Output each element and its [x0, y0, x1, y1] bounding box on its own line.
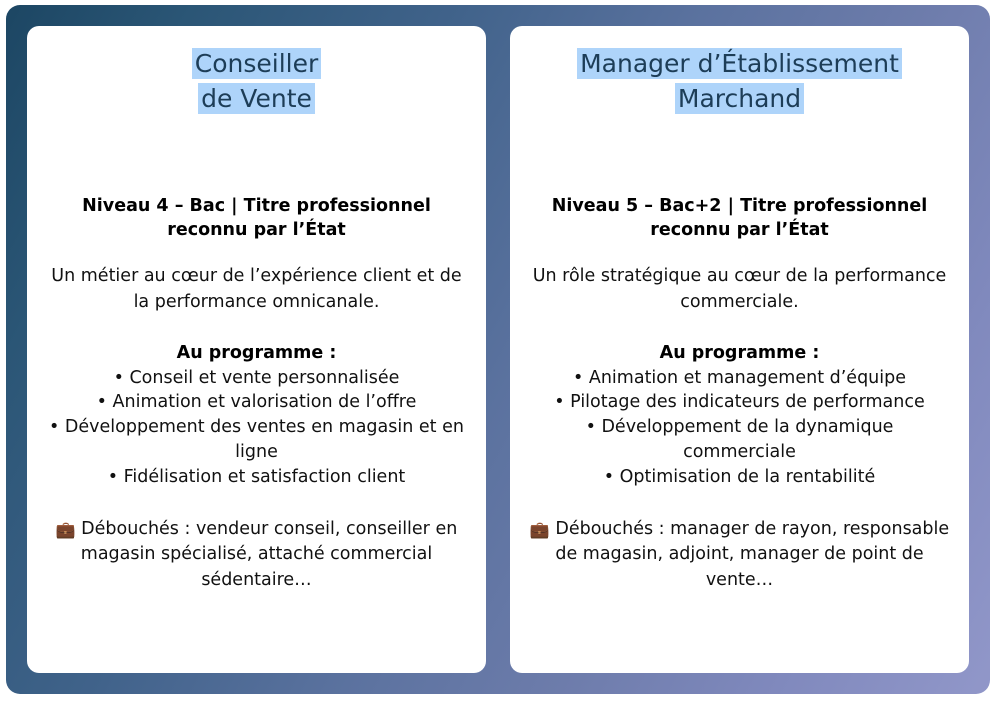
card-intro-text: Un rôle stratégique au cœur de la perfor… [532, 266, 947, 312]
briefcase-icon: 💼 [529, 519, 550, 539]
card-title-line-2: de Vente [198, 82, 315, 114]
list-item: • Animation et management d’équipe [572, 367, 907, 388]
career-outcomes-text: Débouchés : vendeur conseil, conseiller … [80, 518, 458, 590]
program-heading: Au programme : [176, 343, 337, 364]
card-title-line-2: Marchand [674, 82, 805, 114]
list-item: • Animation et valorisation de l’offre [96, 392, 417, 413]
gradient-panel: Conseiller de Vente Niveau 4 – Bac | Tit… [6, 5, 990, 694]
list-item: • Développement des ventes en magasin et… [49, 417, 464, 463]
program-bullet-list: • Conseil et vente personnalisée • Anima… [45, 366, 468, 490]
card-intro-text: Un métier au cœur de l’expérience client… [51, 266, 462, 312]
list-item: • Optimisation de la rentabilité [603, 466, 876, 487]
list-item: • Conseil et vente personnalisée [113, 367, 400, 388]
career-outcomes: 💼 Débouchés : manager de rayon, responsa… [528, 517, 951, 593]
card-title: Conseiller de Vente [191, 47, 322, 116]
qualification-level: Niveau 5 – Bac+2 | Titre professionnel r… [551, 196, 928, 241]
career-outcomes: 💼 Débouchés : vendeur conseil, conseille… [45, 517, 468, 593]
card-title-line-1: Manager d’Établissement [577, 48, 902, 79]
career-outcomes-text: Débouchés : manager de rayon, responsabl… [555, 518, 950, 590]
card-title-line-1: Conseiller [191, 48, 322, 79]
list-item: • Pilotage des indicateurs de performanc… [554, 392, 925, 413]
program-bullet-list: • Animation et management d’équipe • Pil… [528, 366, 951, 490]
list-item: • Fidélisation et satisfaction client [107, 466, 406, 487]
list-item: • Développement de la dynamique commerci… [585, 417, 894, 463]
card-title: Manager d’Établissement Marchand [577, 47, 902, 116]
briefcase-icon: 💼 [55, 519, 76, 539]
program-heading: Au programme : [659, 343, 820, 364]
program-card-conseiller-de-vente: Conseiller de Vente Niveau 4 – Bac | Tit… [27, 26, 486, 673]
qualification-level: Niveau 4 – Bac | Titre professionnel rec… [82, 196, 431, 241]
program-card-manager-etablissement-marchand: Manager d’Établissement Marchand Niveau … [510, 26, 969, 673]
